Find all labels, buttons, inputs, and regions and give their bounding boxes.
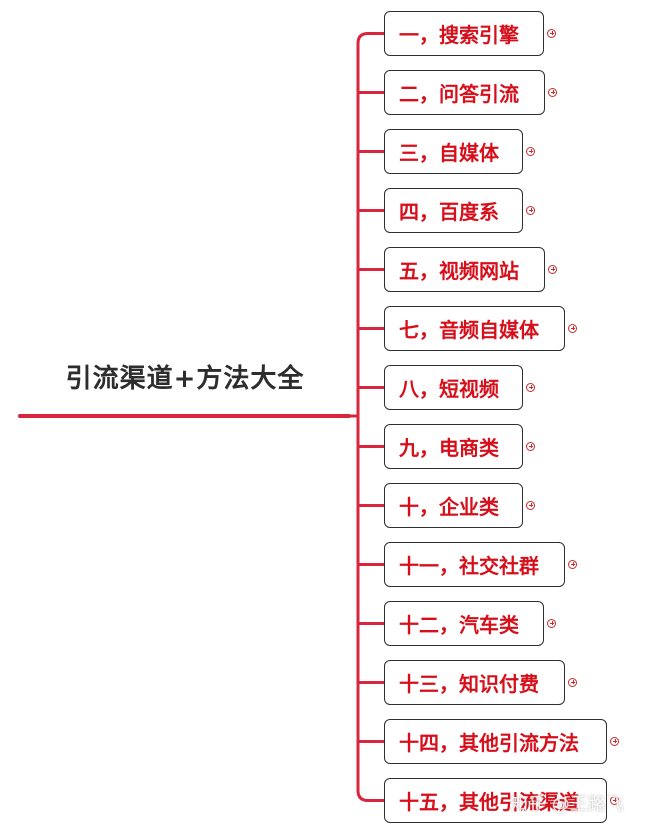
branch-node[interactable]: 二，问答引流 — [384, 70, 557, 115]
branch-node[interactable]: 九，电商类 — [384, 424, 535, 469]
branch-node[interactable]: 十一，社交社群 — [384, 542, 577, 587]
branch-node[interactable]: 十五，其他引流渠道 — [384, 778, 619, 823]
branch-node[interactable]: 五，视频网站 — [384, 247, 557, 292]
branch-label: 五，视频网站 — [399, 259, 519, 283]
expand-plus-icon[interactable] — [610, 736, 619, 746]
branch-node[interactable]: 十三，知识付费 — [384, 660, 577, 705]
branch-label: 一，搜索引擎 — [399, 23, 519, 47]
branch-connector — [356, 32, 386, 45]
expand-plus-icon[interactable] — [568, 677, 577, 687]
expand-plus-icon[interactable] — [568, 559, 577, 569]
expand-plus-icon[interactable] — [548, 264, 557, 274]
branch-node[interactable]: 十，企业类 — [384, 483, 535, 528]
branch-node[interactable]: 一，搜索引擎 — [384, 11, 556, 56]
expand-plus-icon[interactable] — [568, 323, 577, 333]
root-topic[interactable]: 引流渠道+方法大全 — [65, 364, 305, 394]
branch-label: 十四，其他引流方法 — [399, 731, 579, 755]
expand-plus-icon[interactable] — [547, 618, 556, 628]
expand-plus-icon[interactable] — [526, 382, 535, 392]
branch-node[interactable]: 四，百度系 — [384, 188, 535, 233]
branch-label: 七，音频自媒体 — [399, 318, 539, 342]
branch-label: 九，电商类 — [399, 436, 499, 460]
branch-connector — [356, 789, 386, 802]
expand-plus-icon[interactable] — [526, 205, 535, 215]
branch-label: 八，短视频 — [399, 377, 499, 401]
branch-label: 十三，知识付费 — [399, 672, 539, 696]
branch-label: 四，百度系 — [399, 200, 499, 224]
branch-label: 十五，其他引流渠道 — [399, 790, 579, 814]
expand-plus-icon[interactable] — [526, 500, 535, 510]
branch-node[interactable]: 七，音频自媒体 — [384, 306, 577, 351]
branch-node[interactable]: 三，自媒体 — [384, 129, 535, 174]
branch-node[interactable]: 八，短视频 — [384, 365, 535, 410]
branch-label: 三，自媒体 — [399, 141, 499, 165]
expand-plus-icon[interactable] — [547, 28, 556, 38]
branch-node[interactable]: 十二，汽车类 — [384, 601, 556, 646]
branch-label: 十一，社交社群 — [399, 554, 539, 578]
expand-plus-icon[interactable] — [610, 795, 619, 805]
watermark: 知乎 @王路飞 — [510, 794, 624, 815]
branch-label: 十，企业类 — [399, 495, 499, 519]
expand-plus-icon[interactable] — [526, 146, 535, 156]
branch-label: 十二，汽车类 — [399, 613, 519, 637]
branch-node[interactable]: 十四，其他引流方法 — [384, 719, 619, 764]
branch-label: 二，问答引流 — [399, 82, 519, 106]
branch-connectors — [347, 32, 386, 802]
expand-plus-icon[interactable] — [548, 87, 557, 97]
expand-plus-icon[interactable] — [526, 441, 535, 451]
